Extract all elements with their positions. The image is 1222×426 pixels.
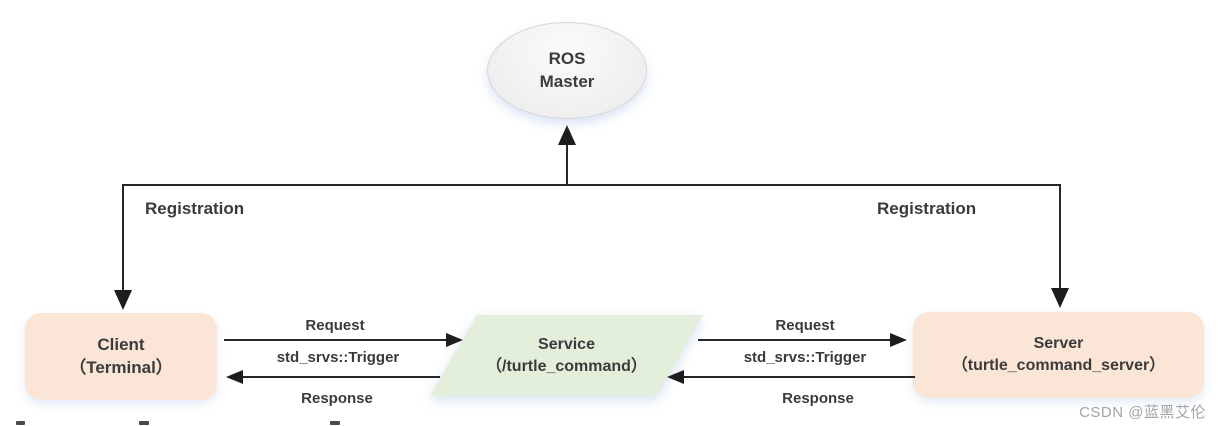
registration-label-right: Registration — [877, 199, 977, 218]
service-label-line2: （/turtle_command） — [486, 357, 647, 375]
server-request-line — [698, 339, 890, 341]
server-registration-line — [1059, 184, 1061, 290]
service-node: Service （/turtle_command） — [430, 315, 703, 396]
client-registration-line — [122, 184, 124, 292]
arrow-down-icon — [1051, 288, 1069, 308]
cropped-text-artifact — [330, 421, 340, 425]
client-label-line1: Client — [97, 334, 145, 354]
client-response-line — [243, 376, 440, 378]
ros-master-label-line2: Master — [539, 71, 595, 91]
service-label-line1: Service — [538, 335, 595, 353]
master-arrow-line — [566, 144, 568, 186]
cropped-text-artifact — [16, 421, 25, 425]
response-label-right: Response — [782, 390, 854, 407]
arrow-right-icon — [446, 333, 463, 347]
server-label-line2: （turtle_command_server） — [951, 357, 1166, 374]
ros-master-node: ROS Master — [487, 22, 647, 119]
server-response-line — [684, 376, 915, 378]
arrow-left-icon — [226, 370, 243, 384]
arrow-up-icon — [558, 125, 576, 145]
service-node-wrapper: Service （/turtle_command） — [430, 315, 703, 396]
message-type-label-left: std_srvs::Trigger — [276, 349, 400, 366]
registration-label-left: Registration — [145, 199, 245, 218]
request-label-right: Request — [775, 317, 835, 334]
registration-bus-line — [123, 184, 1061, 186]
server-node: Server （turtle_command_server） — [913, 312, 1204, 398]
server-label-line1: Server — [1033, 335, 1084, 353]
client-request-line — [224, 339, 446, 341]
arrow-left-icon — [667, 370, 684, 384]
cropped-text-artifact — [139, 421, 149, 425]
client-node: Client （Terminal） — [25, 313, 217, 400]
arrow-down-icon — [114, 290, 132, 310]
ros-master-label-line1: ROS — [548, 48, 586, 68]
csdn-watermark: CSDN @蓝黑艾伦 — [1079, 404, 1206, 421]
request-label-left: Request — [305, 317, 365, 334]
response-label-left: Response — [301, 390, 373, 407]
arrow-right-icon — [890, 333, 907, 347]
client-label-line2: （Terminal） — [69, 357, 173, 377]
message-type-label-right: std_srvs::Trigger — [743, 349, 867, 366]
